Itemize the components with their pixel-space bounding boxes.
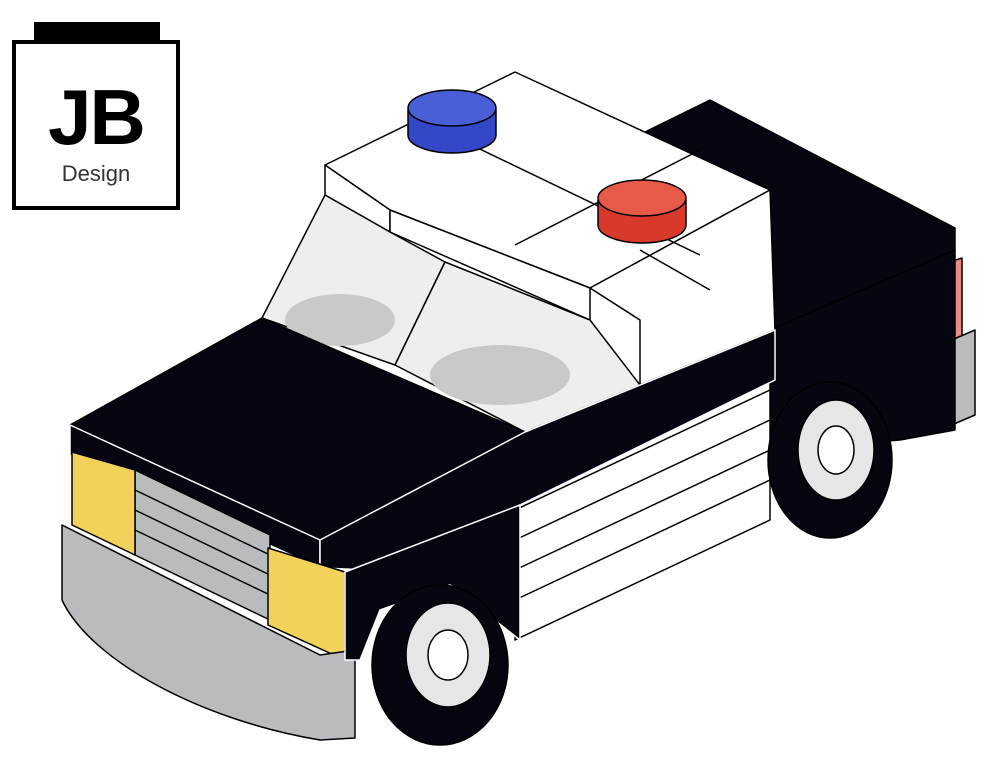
door-stripe-3	[514, 479, 771, 601]
seat-left	[285, 294, 395, 346]
front-wheel	[371, 584, 509, 746]
siren-red	[597, 179, 687, 244]
jb-design-logo: JB Design	[12, 20, 180, 210]
logo-subtitle: Design	[61, 161, 131, 186]
front-bumper	[61, 524, 356, 741]
grille-slat	[134, 529, 271, 596]
logo-frame	[12, 40, 180, 210]
grille-slat	[134, 489, 271, 556]
seat-right	[430, 345, 570, 405]
door-stripe-2	[514, 449, 771, 571]
logo-initials: JB	[48, 73, 146, 161]
logo-brick-stud	[34, 22, 160, 42]
roof-seam	[639, 249, 711, 291]
siren-blue	[407, 89, 497, 154]
grille-slat	[134, 509, 271, 576]
door-stripe-1	[514, 419, 771, 541]
rear-wheel	[767, 381, 893, 539]
headlight-left	[71, 451, 136, 556]
